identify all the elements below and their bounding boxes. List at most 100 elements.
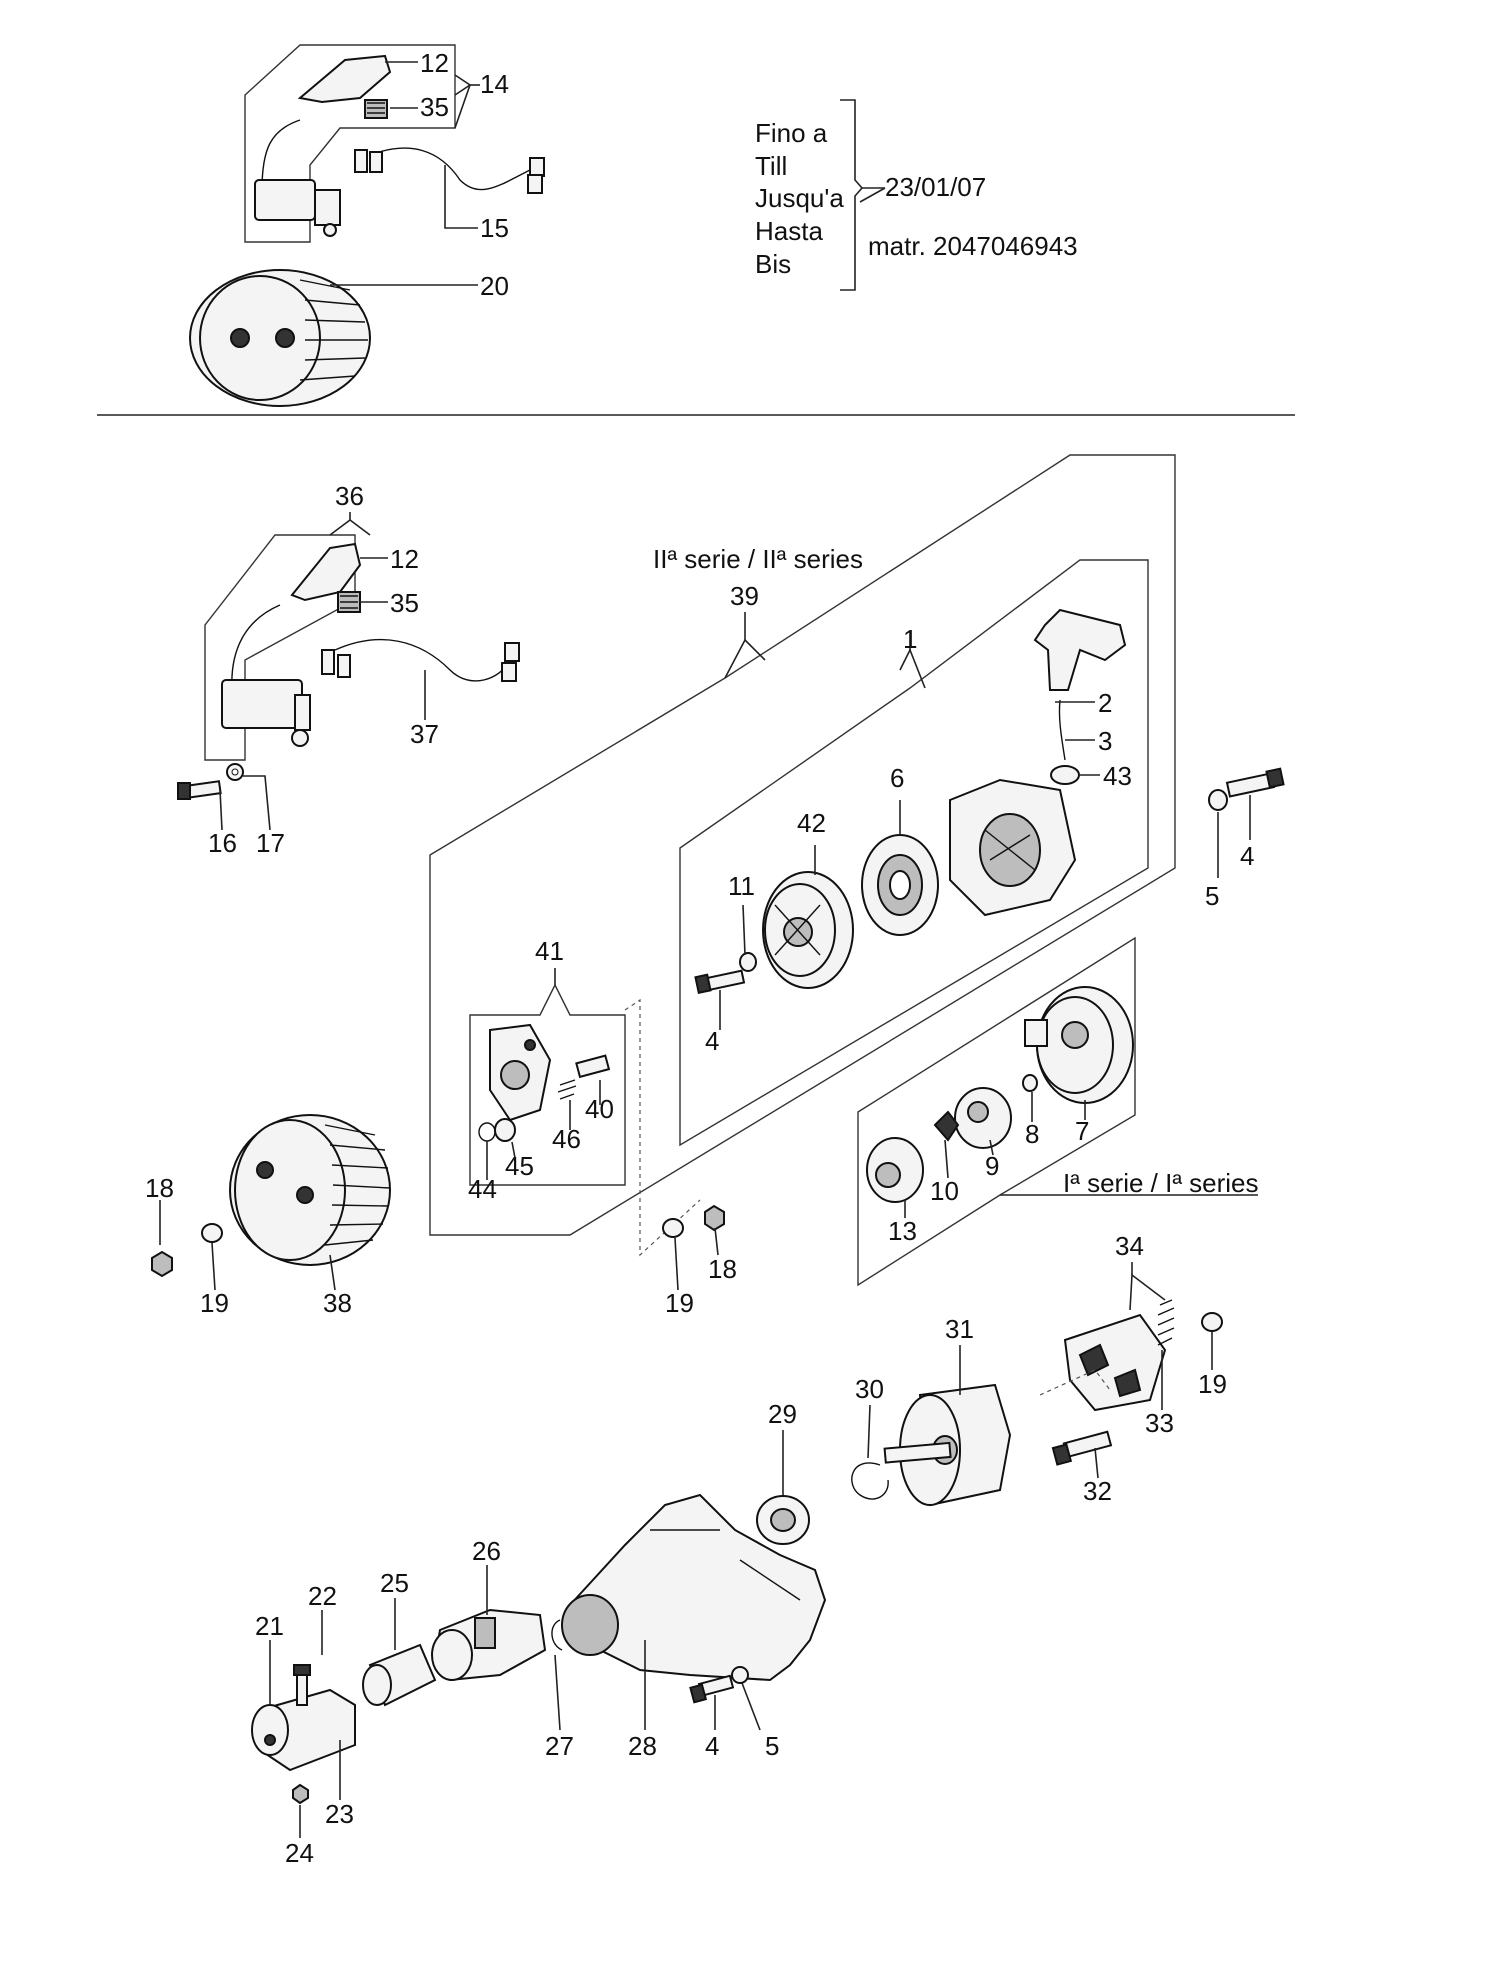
second-series-label: IIª serie / IIª series [653,544,863,574]
callout-17: 17 [256,828,285,858]
callout-16: 16 [208,828,237,858]
callout-4: 4 [1240,841,1254,871]
coil-screw [177,780,222,800]
flywheel-nut-left [151,1250,173,1278]
pawl-circlip [478,1122,496,1142]
callout-2: 2 [1098,688,1112,718]
clutch-carrier-first [866,1137,924,1203]
ignition-coil-early [244,44,456,243]
callout-3: 3 [1098,726,1112,756]
clutch-spring-first [933,1110,960,1142]
callout-36: 36 [335,481,364,511]
flywheel [229,1114,391,1266]
callout-14: 14 [480,69,509,99]
callout-19: 19 [200,1288,229,1318]
callout-45: 45 [505,1151,534,1181]
ignition-coil-kit [204,534,362,761]
pawl-plate [489,1023,552,1122]
callout-20: 20 [480,271,509,301]
callout-25: 25 [380,1568,409,1598]
date-note: Fino a Till Jusqu'a Hasta Bis 23/01/07 m… [755,118,1078,279]
callout-24: 24 [285,1838,314,1868]
adapter-nut [292,1783,309,1805]
callout-35: 35 [390,588,419,618]
pulley-screw [694,969,746,995]
callout-43: 43 [1103,761,1132,791]
callout-19: 19 [665,1288,694,1318]
callout-13: 13 [888,1216,917,1246]
callout-8: 8 [1025,1119,1039,1149]
callout-27: 27 [545,1731,574,1761]
rope-grommet [1050,765,1080,785]
clutch-drum [883,1383,1012,1507]
first-series-frame [857,936,1136,1287]
callout-15: 15 [480,213,509,243]
starter-kit-frame [679,559,1149,1147]
note-line-till: Till [755,151,787,181]
flywheel-early [189,269,371,407]
first-series-label: Iª serie / Iª series [1063,1168,1259,1198]
callout-32: 32 [1083,1476,1112,1506]
housing-washer [1208,789,1228,811]
shaft-adapter [251,1688,356,1772]
callout-12: 12 [390,544,419,574]
callout-46: 46 [552,1124,581,1154]
clutch-drum-first [1024,986,1134,1104]
housing-washer-bottom [731,1666,749,1684]
callout-18: 18 [708,1254,737,1284]
housing-circlip [551,1619,563,1651]
callout-12: 12 [420,48,449,78]
callout-39: 39 [730,581,759,611]
callout-42: 42 [797,808,826,838]
callout-28: 28 [628,1731,657,1761]
callout-1: 1 [903,624,917,654]
part-callouts: 12 35 14 15 20 36 12 35 37 16 17 39 1 2 … [145,48,1254,1868]
callout-40: 40 [585,1094,614,1124]
callout-5: 5 [1205,881,1219,911]
housing-screw-bottom [689,1674,735,1704]
wire-harness-early [354,147,545,194]
clutch-screw [1051,1430,1113,1466]
kit-39-frame [429,454,1176,1236]
adapter-screw [293,1664,311,1706]
callout-4: 4 [705,1026,719,1056]
spark-plug-spring-early [364,99,388,119]
callout-26: 26 [472,1536,501,1566]
rewind-spring [861,834,939,936]
pulley-washer [739,952,757,972]
note-line-jusqua: Jusqu'a [755,183,844,213]
callout-37: 37 [410,719,439,749]
sleeve [362,1643,437,1707]
note-line-bis: Bis [755,249,791,279]
callout-10: 10 [930,1176,959,1206]
note-date: 23/01/07 [885,172,986,202]
callout-11: 11 [728,871,755,901]
callout-38: 38 [323,1288,352,1318]
callout-31: 31 [945,1314,974,1344]
pawl-pin [575,1054,611,1079]
starter-housing [949,778,1077,917]
clutch-hub-first [954,1087,1012,1149]
bearing [756,1495,810,1545]
kit-41-frame [469,983,626,1186]
callout-6: 6 [890,763,904,793]
note-serial: matr. 2047046943 [868,231,1078,261]
shaft-clamp [431,1608,547,1682]
callout-9: 9 [985,1151,999,1181]
callout-44: 44 [468,1174,497,1204]
callout-41: 41 [535,936,564,966]
flywheel-nut-right [704,1204,725,1232]
callout-7: 7 [1075,1116,1089,1146]
pawl-washer [494,1118,516,1142]
spark-plug-spring [337,591,361,613]
clutch-washer [1201,1312,1223,1332]
callout-23: 23 [325,1799,354,1829]
callout-29: 29 [768,1399,797,1429]
pawl-spring [557,1079,577,1100]
wire-harness [321,638,520,682]
callout-33: 33 [1145,1408,1174,1438]
starter-handle [1033,608,1127,761]
callout-21: 21 [255,1611,284,1641]
callout-30: 30 [855,1374,884,1404]
